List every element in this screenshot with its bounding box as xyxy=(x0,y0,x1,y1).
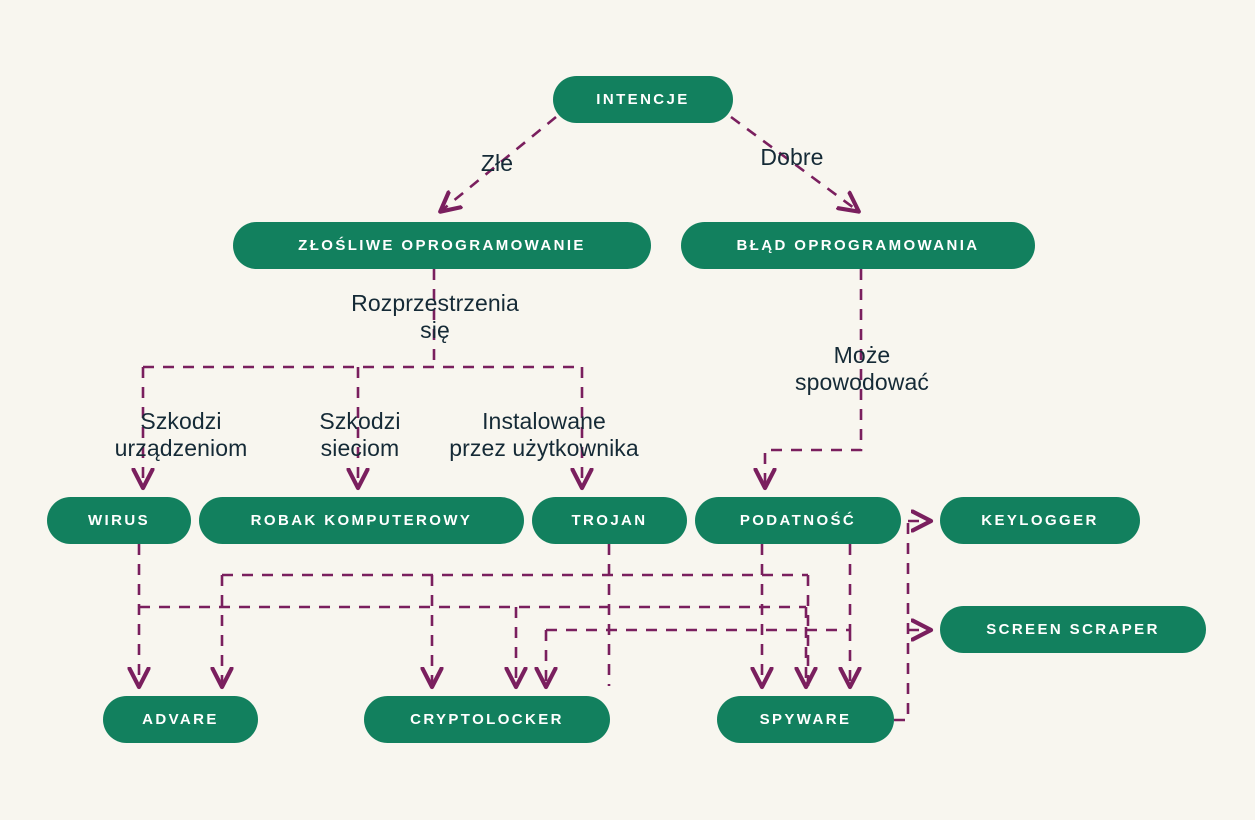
edge-label-zle: Złe xyxy=(480,150,514,176)
node-spyware[interactable]: SPYWARE xyxy=(717,696,894,743)
edge-spyware-riser xyxy=(894,521,910,722)
node-trojan[interactable]: TROJAN xyxy=(532,497,687,544)
node-label: INTENCJE xyxy=(596,91,690,108)
node-label: SPYWARE xyxy=(759,711,852,728)
node-blad-oprogramowania[interactable]: BŁĄD OPROGRAMOWANIA xyxy=(681,222,1035,269)
node-label: ADVARE xyxy=(142,711,219,728)
node-screen-scraper[interactable]: SCREEN SCRAPER xyxy=(940,606,1206,653)
node-intencje[interactable]: INTENCJE xyxy=(553,76,733,123)
edge-label-szkodzi-urzadzeniom: Szkodzi urządzeniom xyxy=(114,408,248,462)
node-keylogger[interactable]: KEYLOGGER xyxy=(940,497,1140,544)
node-cryptolocker[interactable]: CRYPTOLOCKER xyxy=(364,696,610,743)
node-label: TROJAN xyxy=(571,512,648,529)
node-podatnosc[interactable]: PODATNOŚĆ xyxy=(695,497,901,544)
edge-label-instalowane-przez-uzytkownika: Instalowane przez użytkownika xyxy=(449,408,639,462)
edge-label-rozprzestrzenia-sie: Rozprzestrzenia się xyxy=(351,290,519,344)
node-label: WIRUS xyxy=(88,512,150,529)
edge-label-moze-spowodowac: Może spowodować xyxy=(795,342,929,396)
node-label: ROBAK KOMPUTEROWY xyxy=(250,512,473,529)
edge-label-dobre: Dobre xyxy=(760,144,824,170)
node-label: CRYPTOLOCKER xyxy=(410,711,564,728)
node-label: ZŁOŚLIWE OPROGRAMOWANIE xyxy=(298,237,586,254)
node-zlosliwe-oprogramowanie[interactable]: ZŁOŚLIWE OPROGRAMOWANIE xyxy=(233,222,651,269)
node-label: PODATNOŚĆ xyxy=(739,512,857,529)
node-wirus[interactable]: WIRUS xyxy=(47,497,191,544)
node-robak-komputerowy[interactable]: ROBAK KOMPUTEROWY xyxy=(199,497,524,544)
node-label: BŁĄD OPROGRAMOWANIA xyxy=(736,237,980,254)
node-advare[interactable]: ADVARE xyxy=(103,696,258,743)
edge-label-szkodzi-sieciom: Szkodzi sieciom xyxy=(319,408,401,462)
node-label: SCREEN SCRAPER xyxy=(986,621,1160,638)
node-label: KEYLOGGER xyxy=(981,512,1099,529)
